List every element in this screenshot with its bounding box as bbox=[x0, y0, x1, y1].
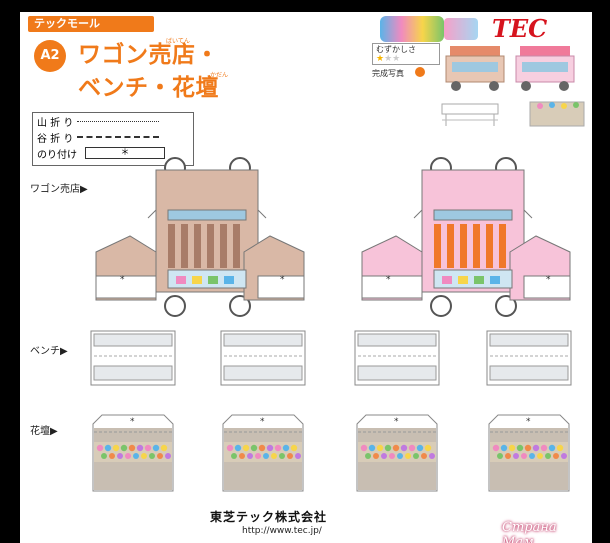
svg-text:*: * bbox=[260, 417, 265, 427]
ruby-baiten: ばいてん bbox=[166, 38, 190, 45]
svg-text:*: * bbox=[526, 417, 531, 427]
company-name: 東芝テック株式会社 bbox=[210, 510, 328, 524]
page-title-line2: ベンチ・花壇 bbox=[78, 75, 219, 101]
mountain-fold-line bbox=[77, 120, 160, 122]
svg-text:*: * bbox=[130, 417, 135, 427]
star-empty-icon: ★ bbox=[392, 54, 401, 64]
wagon-pink-glue-mark-right: * bbox=[546, 275, 551, 285]
tec-logo: TEC bbox=[492, 14, 548, 43]
wagon-brown-glue-mark-right: * bbox=[280, 275, 285, 285]
difficulty-label: むずかしさ bbox=[376, 45, 416, 54]
legend-glue: のり付け ＊ bbox=[33, 145, 193, 161]
completed-photos bbox=[441, 46, 585, 127]
watermark: Страна Мам bbox=[502, 520, 557, 543]
photo-bench bbox=[441, 103, 499, 126]
star-empty-icon: ★ bbox=[384, 54, 393, 64]
legend-mountain: 山 折 り bbox=[33, 113, 193, 129]
svg-text:*: * bbox=[394, 417, 399, 427]
product-sub-logo-art bbox=[444, 18, 478, 40]
wagon-piece-pink: * * bbox=[361, 157, 571, 317]
legend-valley: 谷 折 り bbox=[33, 129, 193, 145]
difficulty-stars: ★★★ bbox=[373, 55, 439, 64]
flowerbed-piece: * bbox=[356, 414, 438, 492]
item-badge: A2 bbox=[34, 40, 66, 72]
flowerbed-piece: * bbox=[222, 414, 304, 492]
wagon-brown-glue-mark-left: * bbox=[120, 275, 125, 285]
difficulty-box: むずかしさ ★★★ bbox=[372, 43, 440, 65]
page-title-line1: ワゴン売店・ bbox=[78, 42, 219, 68]
section-label-flowerbed: 花壇▶ bbox=[30, 426, 58, 437]
wagon-brown-stripes bbox=[168, 224, 240, 268]
wagon-pink-glue-mark-left: * bbox=[386, 275, 391, 285]
wagon-pink-stripes bbox=[434, 224, 506, 268]
legend-valley-label: 谷 折 り bbox=[37, 133, 74, 145]
fold-legend: 山 折 り 谷 折 り のり付け ＊ bbox=[32, 112, 194, 166]
legend-mountain-label: 山 折 り bbox=[37, 117, 74, 129]
legend-glue-label: のり付け bbox=[37, 149, 77, 161]
photo-arrow-icon bbox=[415, 67, 425, 77]
valley-fold-line bbox=[77, 136, 160, 138]
wagon-piece-brown: * * bbox=[95, 157, 305, 317]
bench-piece bbox=[220, 330, 306, 386]
flowerbed-piece: * bbox=[92, 414, 174, 492]
photo-wagon-pink bbox=[515, 46, 575, 91]
section-label-wagon: ワゴン売店▶ bbox=[30, 184, 88, 195]
flowerbed-piece: * bbox=[488, 414, 570, 492]
bench-piece bbox=[90, 330, 176, 386]
section-label-bench: ベンチ▶ bbox=[30, 346, 68, 357]
glue-mark-box: ＊ bbox=[85, 147, 165, 159]
photo-label: 完成写真 bbox=[372, 69, 404, 78]
bench-piece bbox=[354, 330, 440, 386]
category-tab: テックモール bbox=[28, 16, 154, 32]
company-url[interactable]: http://www.tec.jp/ bbox=[242, 526, 322, 536]
photo-wagon-brown bbox=[445, 46, 505, 91]
bench-piece bbox=[486, 330, 572, 386]
papercraft-sheet: テックモール A2 ばいてん ワゴン売店・ かだん ベンチ・花壇 山 折 り 谷… bbox=[20, 12, 592, 543]
ruby-kadan: かだん bbox=[210, 72, 229, 79]
star-filled-icon: ★ bbox=[376, 54, 385, 64]
photo-flowerbed bbox=[529, 101, 585, 127]
product-logo-art bbox=[380, 16, 444, 42]
